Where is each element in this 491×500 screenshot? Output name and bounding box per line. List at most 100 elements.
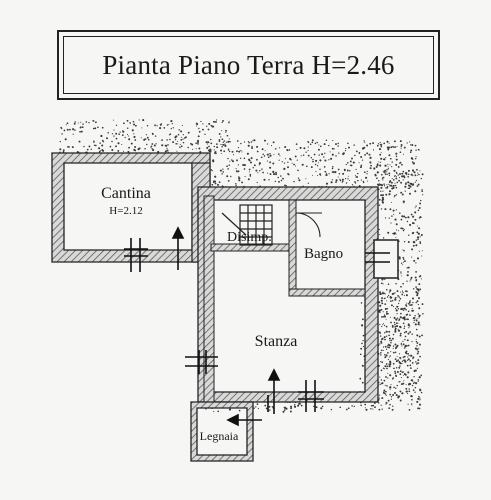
stipple-dot [411, 256, 413, 258]
stipple-dot [126, 127, 129, 129]
stipple-dot [369, 143, 371, 145]
stipple-dot [375, 177, 377, 180]
stipple-dot [382, 176, 385, 179]
stipple-dot [285, 407, 288, 410]
stipple-dot [387, 166, 389, 168]
stipple-dot [369, 167, 372, 170]
stipple-dot [380, 340, 383, 343]
stipple-dot [406, 174, 408, 176]
stipple-dot [364, 403, 367, 406]
stipple-dot [412, 215, 415, 218]
stipple-dot [399, 365, 401, 367]
stipple-dot [249, 173, 252, 176]
stipple-dot [401, 275, 403, 277]
stipple-dot [339, 178, 341, 181]
stipple-dot [411, 395, 413, 398]
stipple-dot [305, 178, 307, 180]
stipple-dot [410, 149, 413, 152]
stipple-dot [388, 346, 391, 349]
stipple-dot [192, 148, 194, 150]
stipple-dot [393, 386, 395, 389]
stipple-dot [394, 298, 397, 301]
stipple-dot [315, 170, 317, 172]
stipple-dot [418, 149, 420, 151]
stipple-dot [419, 236, 421, 238]
stipple-dot [396, 384, 398, 387]
stipple-dot [385, 193, 388, 196]
stipple-dot [421, 255, 423, 257]
stipple-dot [395, 155, 398, 157]
stipple-dot [255, 169, 258, 172]
stipple-dot [88, 145, 91, 148]
stipple-dot [387, 231, 390, 234]
stipple-dot [332, 166, 334, 168]
stipple-dot [395, 374, 397, 376]
stipple-dot [405, 318, 407, 320]
stipple-dot [386, 146, 389, 149]
stipple-dot [402, 256, 405, 259]
stipple-dot [402, 382, 405, 385]
stipple-dot [405, 390, 408, 393]
stipple-dot [323, 156, 325, 158]
stipple-dot [212, 120, 215, 123]
stipple-dot [385, 401, 387, 403]
stipple-dot [220, 143, 222, 146]
stipple-dot [238, 179, 241, 182]
stipple-dot [227, 168, 229, 170]
stipple-dot [297, 169, 299, 171]
stipple-dot [411, 341, 413, 343]
stipple-dot [290, 158, 292, 161]
stipple-dot [409, 331, 412, 333]
stipple-dot [249, 175, 252, 177]
stipple-dot [269, 154, 272, 157]
stipple-dot [381, 194, 385, 197]
stipple-dot [416, 367, 419, 369]
stipple-dot [405, 330, 408, 333]
stipple-dot [374, 174, 377, 177]
stipple-dot [417, 379, 419, 381]
stipple-dot [277, 176, 279, 179]
stipple-dot [401, 175, 403, 177]
stipple-dot [305, 165, 308, 168]
stipple-dot [182, 138, 184, 140]
stipple-dot [401, 371, 404, 374]
stipple-dot [211, 169, 213, 172]
room-label-stanza: Stanza [255, 333, 298, 350]
stipple-dot [198, 147, 201, 150]
stipple-dot [390, 396, 393, 398]
stipple-dot [72, 128, 75, 131]
stipple-dot [386, 307, 388, 310]
stipple-dot [243, 164, 246, 167]
stipple-dot [323, 143, 326, 146]
stipple-dot [297, 404, 300, 407]
stipple-dot [407, 393, 409, 395]
stipple-dot [402, 309, 405, 311]
stipple-dot [382, 324, 384, 326]
stipple-dot [418, 283, 421, 286]
stipple-dot [325, 182, 329, 185]
stipple-dot [411, 183, 414, 186]
stipple-dot [384, 354, 386, 356]
stipple-dot [405, 304, 408, 307]
stipple-dot [401, 290, 404, 292]
stipple-dot [237, 147, 239, 149]
stipple-dot [386, 385, 388, 387]
stipple-dot [317, 162, 319, 164]
stipple-dot [74, 129, 76, 131]
stipple-dot [400, 271, 402, 273]
stipple-dot [74, 121, 77, 123]
stipple-dot [169, 138, 171, 141]
stipple-dot [122, 130, 124, 132]
stipple-dot [236, 140, 239, 142]
stipple-dot [253, 139, 256, 142]
stipple-dot [230, 175, 232, 178]
stipple-dot [386, 187, 389, 189]
stipple-dot [267, 156, 270, 159]
stipple-dot [221, 130, 223, 132]
stipple-dot [156, 125, 158, 127]
bagno-door-swing [295, 212, 321, 238]
stipple-dot [137, 148, 140, 151]
stipple-dot [225, 131, 227, 134]
stipple-dot [283, 162, 286, 164]
stipple-dot [366, 144, 369, 147]
